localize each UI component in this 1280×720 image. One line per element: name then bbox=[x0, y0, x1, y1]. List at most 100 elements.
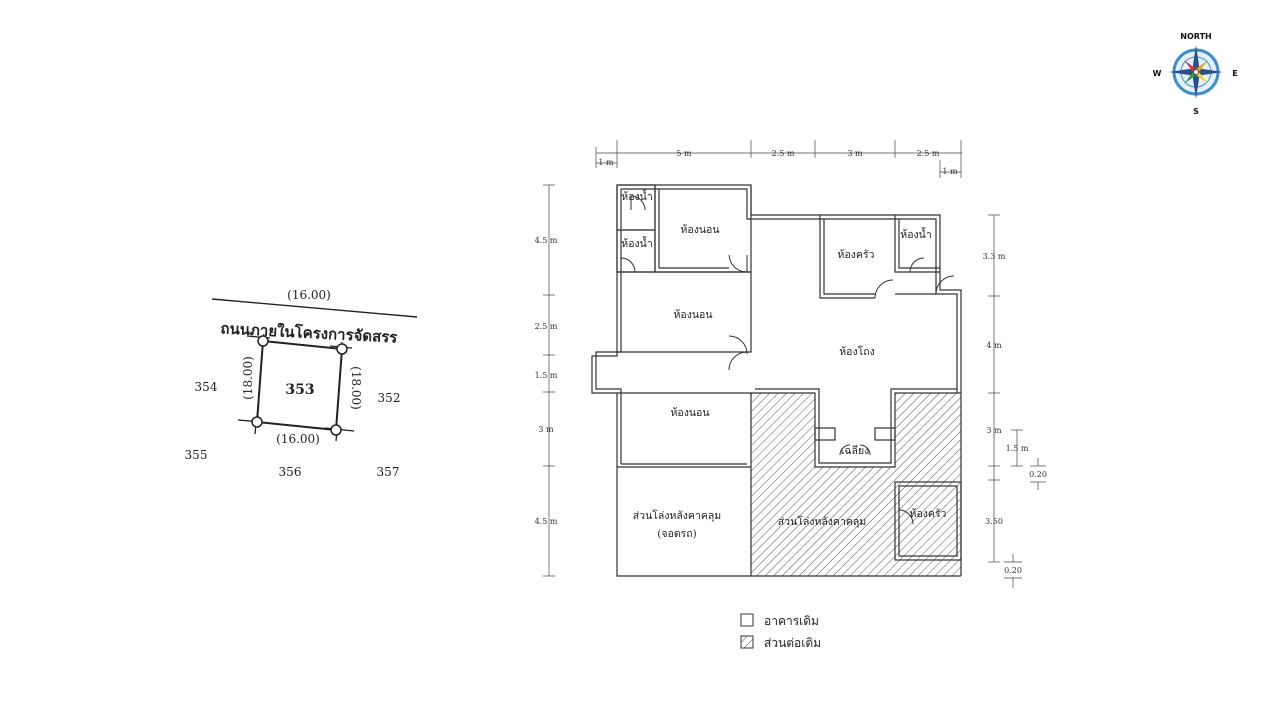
room-label-bath-1: ห้องน้ำ bbox=[621, 189, 652, 203]
walls bbox=[591, 184, 962, 577]
room-label-kitchen: ห้องครัว bbox=[838, 249, 875, 261]
corner-post-right bbox=[874, 427, 896, 441]
dim-left-1: 4.5 m bbox=[535, 236, 558, 245]
outer-wall-top-right-inner bbox=[621, 188, 958, 393]
dimension-labels-right: 3.3 m 4 m 3 m 1.5 m 0.20 3.50 0.20 bbox=[983, 252, 1047, 575]
room-label-carport-line1: ส่วนโล่งหลังคาคลุม bbox=[633, 509, 721, 522]
compass-south-label: S bbox=[1193, 107, 1199, 116]
road-name: ถนนภายในโครงการจัดสรร bbox=[220, 318, 399, 346]
outer-wall-top-right bbox=[617, 184, 962, 393]
boundary-marker bbox=[257, 335, 269, 347]
outer-wall-left-inner bbox=[595, 189, 622, 464]
dimension-labels-top: 1 m 5 m 2.5 m 3 m 2.5 m 1 m bbox=[598, 149, 958, 176]
room-label-covered-area: ส่วนโล่งหลังคาคลุม bbox=[778, 515, 866, 528]
boundary-marker bbox=[330, 424, 342, 436]
room-labels: ห้องน้ำ ห้องน้ำ ห้องน้ำ ห้องนอน ห้องนอน … bbox=[621, 189, 946, 540]
dim-left-4: 3 m bbox=[538, 425, 554, 434]
door-swing bbox=[630, 195, 646, 211]
room-label-bedroom-3: ห้องนอน bbox=[670, 407, 709, 419]
corner-post-left bbox=[814, 427, 836, 441]
dimension-lines-top bbox=[595, 140, 962, 178]
boundary-marker bbox=[336, 343, 348, 355]
room-label-bath-2: ห้องน้ำ bbox=[621, 236, 652, 250]
door-swing bbox=[839, 444, 871, 456]
room-label-living-hall: ห้องโถง bbox=[839, 345, 874, 358]
compass-rose: NORTH S E W bbox=[1153, 32, 1238, 116]
bath-wall-2 bbox=[616, 229, 656, 273]
dimension-lines-right bbox=[988, 214, 1046, 588]
compass-west-label: W bbox=[1153, 69, 1162, 78]
door-swing bbox=[728, 335, 748, 355]
new-kitchen-wall bbox=[894, 481, 962, 561]
compass-east-label: E bbox=[1232, 69, 1237, 78]
living-bottom-inner bbox=[755, 388, 957, 464]
bath-right-wall bbox=[894, 215, 940, 273]
room-label-carport-line2: (จอดรถ) bbox=[657, 528, 696, 540]
bedroom3-wall bbox=[617, 392, 752, 468]
dim-left-2: 2.5 m bbox=[535, 322, 558, 331]
dim-right-2: 4 m bbox=[986, 341, 1002, 350]
dim-right-7: 0.20 bbox=[1004, 566, 1022, 575]
legend-label-existing: อาคารเดิม bbox=[764, 614, 819, 628]
door-swing bbox=[935, 275, 955, 295]
extension-hatch bbox=[751, 393, 961, 576]
kitchen-wall-inner bbox=[823, 219, 875, 295]
room-label-bedroom-2: ห้องนอน bbox=[673, 309, 712, 321]
door-swing bbox=[909, 257, 925, 273]
dim-top-2: 5 m bbox=[676, 149, 692, 158]
living-bottom-wall bbox=[751, 392, 961, 468]
neighbor-plot-west: 354 bbox=[195, 380, 218, 394]
boundary-marker bbox=[251, 416, 263, 428]
dimension-labels-left: 4.5 m 2.5 m 1.5 m 3 m 4.5 m bbox=[535, 236, 558, 526]
dim-right-5: 0.20 bbox=[1029, 470, 1047, 479]
dimension-lines-left bbox=[543, 184, 555, 577]
compass-needle-north bbox=[1192, 45, 1200, 72]
new-kitchen-wall-inner bbox=[898, 485, 958, 557]
road-line bbox=[211, 298, 418, 318]
bath-right-inner bbox=[898, 219, 940, 269]
plot-right-length: (18.00) bbox=[349, 366, 363, 410]
dim-top-5: 2.5 m bbox=[917, 149, 940, 158]
bedroom2-bottom bbox=[617, 336, 752, 353]
door-swing bbox=[874, 279, 894, 299]
door-swing bbox=[728, 351, 748, 371]
kitchen-wall bbox=[819, 215, 875, 299]
compass-petal-red bbox=[1184, 60, 1196, 72]
compass-petal-green bbox=[1184, 72, 1196, 84]
plot-bottom-length: (16.00) bbox=[276, 432, 320, 446]
plot-map: (16.00) ถนนภายในโครงการจัดสรร (18.00) (1… bbox=[185, 288, 418, 479]
compass-petal-yellow bbox=[1196, 72, 1208, 84]
compass-needle-west bbox=[1169, 68, 1196, 76]
compass-center bbox=[1193, 69, 1199, 75]
legend-label-extension: ส่วนต่อเติม bbox=[764, 636, 821, 650]
dim-top-1: 1 m bbox=[598, 158, 614, 167]
legend: อาคารเดิม ส่วนต่อเติม bbox=[740, 613, 821, 650]
neighbor-plot-east: 352 bbox=[378, 391, 401, 405]
compass-needle-south bbox=[1192, 72, 1200, 99]
room-label-new-kitchen: ห้องครัว bbox=[910, 508, 947, 520]
plot-left-length: (18.00) bbox=[241, 356, 255, 400]
dim-right-6: 3.50 bbox=[985, 517, 1003, 526]
legend-swatch-existing bbox=[740, 613, 754, 627]
dim-top-4: 3 m bbox=[847, 149, 863, 158]
neighbor-plot-southeast: 357 bbox=[377, 465, 400, 479]
dim-left-3: 1.5 m bbox=[535, 371, 558, 380]
room-label-bedroom-1: ห้องนอน bbox=[680, 224, 719, 236]
plot-number: 353 bbox=[285, 382, 314, 398]
dim-right-1: 3.3 m bbox=[983, 252, 1006, 261]
dim-top-3: 2.5 m bbox=[772, 149, 795, 158]
legend-swatch-extension bbox=[740, 635, 754, 649]
dim-right-4: 1.5 m bbox=[1006, 444, 1029, 453]
dim-left-5: 4.5 m bbox=[535, 517, 558, 526]
dim-top-6: 1 m bbox=[942, 167, 958, 176]
outer-wall-left-bottom bbox=[591, 185, 961, 577]
compass-petal-orange bbox=[1196, 60, 1208, 72]
compass-needle-east bbox=[1196, 68, 1223, 76]
door-swing bbox=[620, 257, 636, 273]
doors bbox=[620, 195, 955, 525]
plot-top-length: (16.00) bbox=[287, 288, 331, 302]
room-label-corner: เฉลียง bbox=[841, 444, 869, 457]
room-label-bath-3: ห้องน้ำ bbox=[900, 227, 931, 241]
neighbor-plot-southwest: 355 bbox=[185, 448, 208, 462]
